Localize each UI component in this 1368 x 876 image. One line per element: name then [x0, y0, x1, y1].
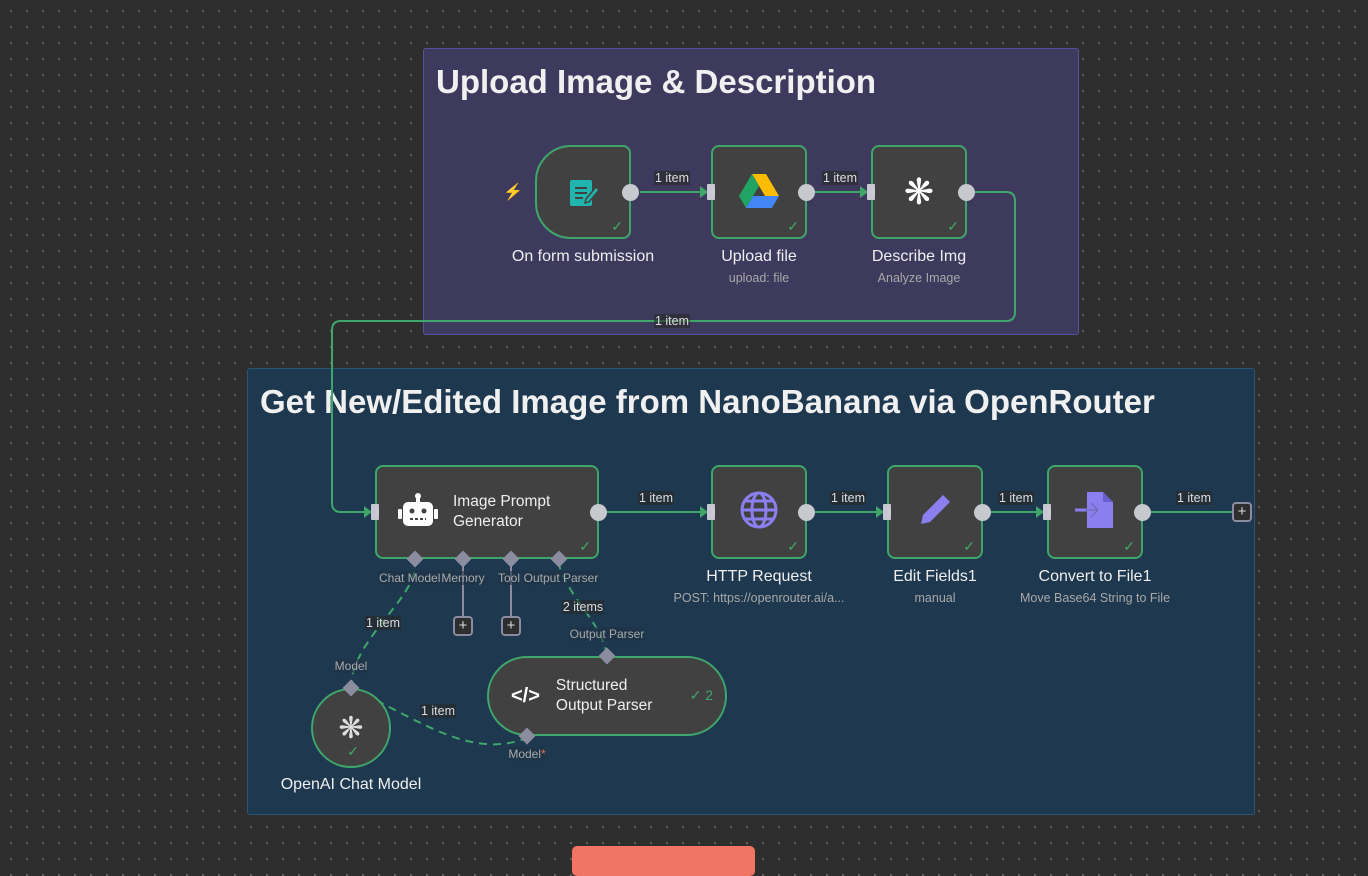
node-image-prompt-generator[interactable]: Image Prompt Generator ✓ — [375, 465, 599, 559]
edge-model-parser — [350, 687, 528, 746]
port-label: Tool — [497, 571, 521, 585]
form-icon — [566, 175, 600, 209]
edge-label: 1 item — [637, 491, 675, 505]
add-tool-button[interactable]: + — [501, 616, 521, 636]
robot-icon — [397, 492, 439, 532]
success-check-icon: ✓ — [1123, 538, 1135, 554]
node-subtitle: POST: https://openrouter.ai/a... — [673, 591, 845, 605]
node-title: Describe Img — [871, 248, 967, 265]
success-check-icon: ✓ — [611, 218, 623, 234]
bottom-action-button[interactable] — [572, 846, 755, 876]
edge-label: 1 item — [653, 171, 691, 185]
success-check-icon: ✓ — [787, 218, 799, 234]
input-handle[interactable] — [371, 504, 379, 520]
port-label: Output Parser — [523, 571, 599, 585]
node-title-line2: Generator — [453, 513, 523, 530]
output-handle[interactable] — [974, 504, 991, 521]
edge-describe-agent — [331, 191, 1016, 513]
node-edit-fields[interactable]: ✓ — [887, 465, 983, 559]
node-title: On form submission — [511, 248, 655, 265]
node-title: Convert to File1 — [1038, 568, 1152, 585]
output-handle[interactable] — [798, 504, 815, 521]
node-describe-img[interactable]: ❋ ✓ — [871, 145, 967, 239]
success-check-icon: ✓ — [347, 743, 359, 759]
sticky-title: Upload Image & Description — [436, 63, 877, 100]
sticky-note-get-image[interactable]: Get New/Edited Image from NanoBanana via… — [247, 368, 1255, 815]
node-subtitle: Move Base64 String to File — [1019, 591, 1171, 605]
node-subtitle: upload: file — [728, 271, 790, 285]
edge-label: 1 item — [1175, 491, 1213, 505]
google-drive-icon — [739, 172, 779, 213]
output-handle[interactable] — [622, 184, 639, 201]
success-check-icon: ✓ — [579, 538, 591, 554]
input-handle[interactable] — [707, 504, 715, 520]
openai-icon: ❋ — [903, 171, 935, 212]
input-handle[interactable] — [1043, 504, 1051, 520]
node-title: Edit Fields1 — [893, 568, 977, 585]
node-openai-chat-model[interactable]: ❋ ✓ — [311, 688, 391, 768]
globe-icon — [739, 490, 779, 535]
port-label: Output Parser — [569, 627, 645, 641]
sticky-title: Get New/Edited Image from NanoBanana via… — [260, 383, 1155, 420]
node-convert-to-file[interactable]: ✓ — [1047, 465, 1143, 559]
node-subtitle: manual — [914, 591, 956, 605]
node-title-line1: Structured — [555, 677, 628, 694]
node-http-request[interactable]: ✓ — [711, 465, 807, 559]
edge-label: 1 item — [419, 704, 457, 718]
port-label: Model* — [508, 747, 546, 761]
success-check-icon: ✓ 2 — [689, 687, 713, 703]
node-subtitle: Analyze Image — [877, 271, 961, 285]
success-check-icon: ✓ — [787, 538, 799, 554]
node-upload-file[interactable]: ✓ — [711, 145, 807, 239]
file-convert-icon — [1073, 490, 1117, 535]
edge-label: 1 item — [653, 314, 691, 328]
code-icon: </> — [511, 684, 540, 707]
node-title: OpenAI Chat Model — [280, 776, 422, 793]
input-handle[interactable] — [707, 184, 715, 200]
node-title: HTTP Request — [706, 568, 812, 585]
output-handle[interactable] — [798, 184, 815, 201]
node-title-line2: Output Parser — [555, 697, 653, 714]
input-handle[interactable] — [883, 504, 891, 520]
node-structured-output-parser[interactable]: </> Structured Output Parser ✓ 2 — [487, 656, 727, 736]
edge-label: 2 items — [561, 600, 605, 614]
edge-label: 1 item — [997, 491, 1035, 505]
edge-label: 1 item — [364, 616, 402, 630]
add-memory-button[interactable]: + — [453, 616, 473, 636]
port-label: Model — [334, 659, 368, 673]
run-count: 2 — [705, 687, 713, 703]
openai-icon: ❋ — [338, 711, 364, 745]
node-title-line1: Image Prompt — [453, 493, 551, 510]
trigger-bolt-icon: ⚡ — [503, 184, 523, 201]
node-on-form-submission[interactable]: ✓ — [535, 145, 631, 239]
add-node-button[interactable]: + — [1232, 502, 1252, 522]
output-handle[interactable] — [1134, 504, 1151, 521]
output-handle[interactable] — [958, 184, 975, 201]
edge-label: 1 item — [829, 491, 867, 505]
input-handle[interactable] — [867, 184, 875, 200]
port-label: Memory — [441, 571, 485, 585]
success-check-icon: ✓ — [963, 538, 975, 554]
edge-label: 1 item — [821, 171, 859, 185]
pencil-icon — [915, 490, 955, 535]
success-check-icon: ✓ — [947, 218, 959, 234]
port-label: Chat Model — [379, 571, 441, 585]
output-handle[interactable] — [590, 504, 607, 521]
node-title: Upload file — [721, 248, 797, 265]
